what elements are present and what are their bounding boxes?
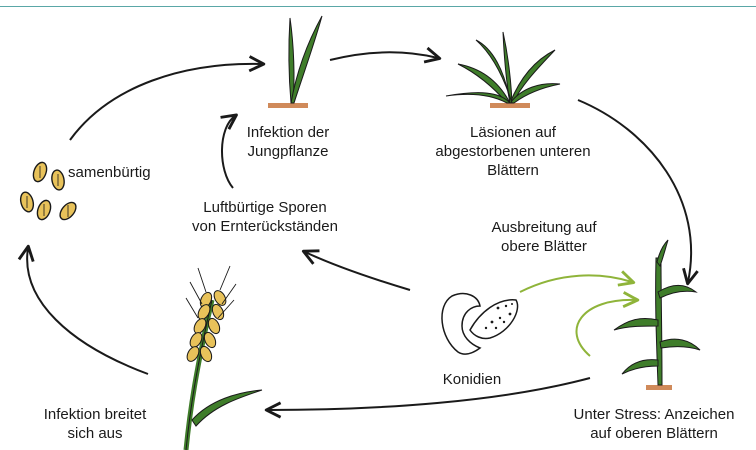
label-infection-spreads: Infektion breitet sich aus <box>28 405 162 443</box>
label-spread-upper-leaves: Ausbreitung auf obere Blätter <box>476 218 612 256</box>
green-arrow-upper <box>520 275 632 292</box>
young-plant-icon <box>268 16 322 108</box>
arrow-infection-to-seed <box>27 248 148 374</box>
arrow-conidia-to-airborne <box>305 252 410 290</box>
green-arrow-lower <box>576 300 636 356</box>
lesion-plant-icon <box>446 32 560 108</box>
conidia-icon <box>442 294 518 354</box>
label-seed-borne: samenbürtig <box>68 163 151 182</box>
arrow-stress-to-head <box>268 378 590 410</box>
label-conidia: Konidien <box>434 370 510 389</box>
label-stress-symptoms: Unter Stress: Anzeichen auf oberen Blätt… <box>560 405 748 443</box>
arrow-young-to-lesions <box>330 52 438 60</box>
mature-plant-icon <box>614 240 700 390</box>
label-young-plant-infection: Infektion der Jungpflanze <box>222 123 354 161</box>
label-lesions-lower-leaves: Läsionen auf abgestorbenen unteren Blätt… <box>428 123 598 180</box>
label-airborne-spores: Luftbürtige Sporen von Ernterückständen <box>180 198 350 236</box>
wheat-head-icon <box>185 266 262 450</box>
